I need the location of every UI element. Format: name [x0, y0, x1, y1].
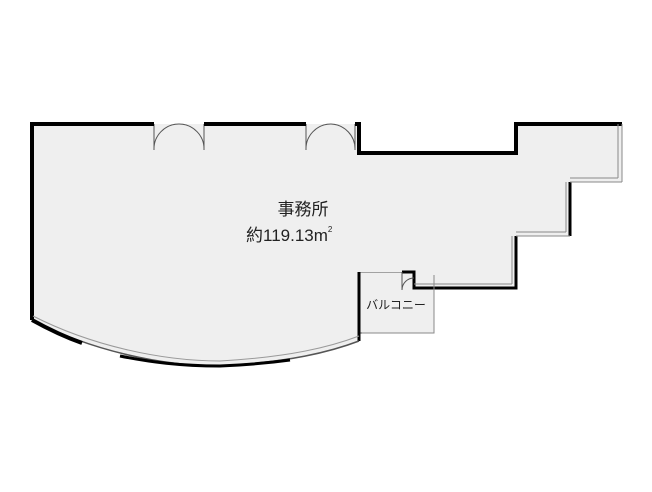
door-top-right — [305, 123, 356, 151]
curved-window-wall-inner — [32, 315, 360, 362]
office-area-unit-sup: 2 — [328, 225, 333, 234]
window-right-middle — [516, 182, 570, 237]
window-right-lower — [414, 236, 513, 285]
office-area-prefix: 約 — [246, 226, 263, 245]
curved-wall-thick-center — [119, 354, 291, 368]
window-right-upper — [570, 124, 623, 183]
office-area-value: 119.13 — [263, 226, 314, 245]
curved-wall-thick-left — [31, 318, 83, 345]
office-area: 約119.13m2 — [246, 225, 333, 245]
office-floor — [32, 124, 622, 366]
exterior-wall-top-left — [30, 122, 154, 320]
balcony-label: バルコニー — [366, 298, 426, 312]
balcony-railing — [362, 275, 435, 334]
exterior-wall-step — [402, 182, 572, 290]
office-label: 事務所 — [278, 200, 329, 219]
door-top-left — [153, 123, 205, 151]
exterior-wall-top-right — [355, 122, 622, 155]
office-area-unit: m — [314, 226, 328, 245]
balcony-door — [401, 272, 415, 291]
